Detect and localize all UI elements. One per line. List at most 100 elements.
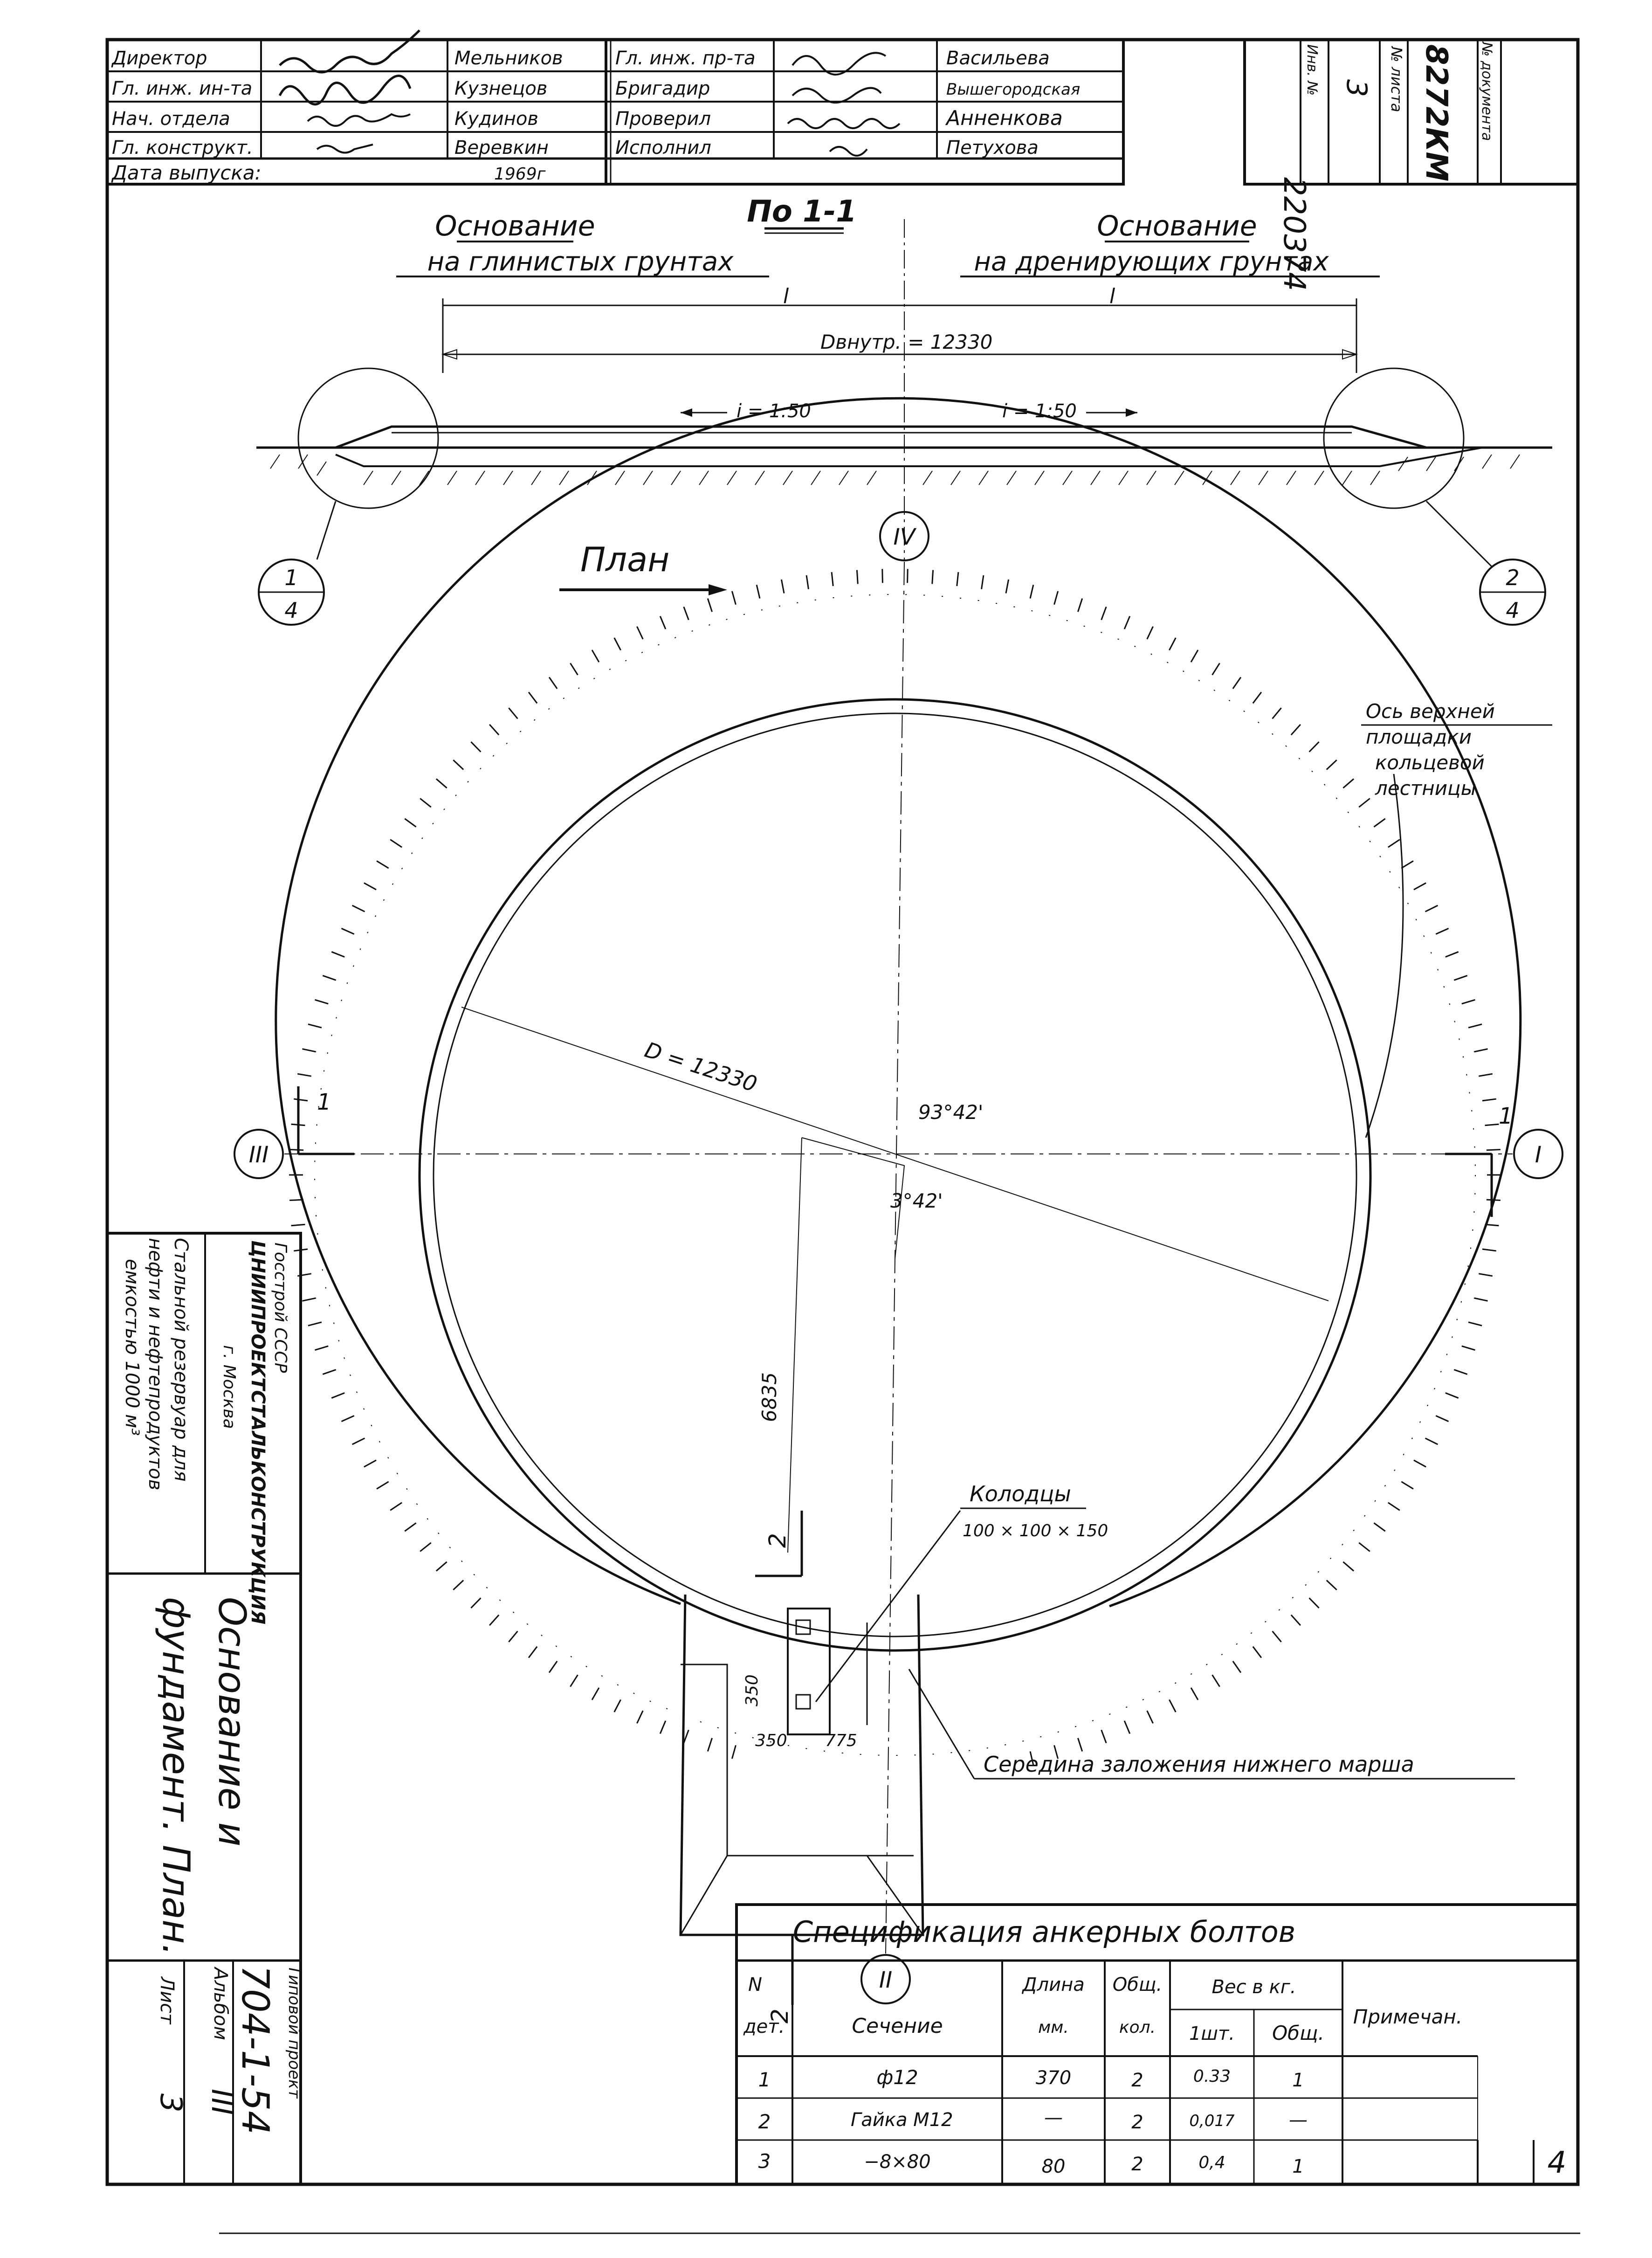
berm-tick [570, 663, 578, 676]
berm-tick [1478, 1073, 1493, 1077]
berm-tick [731, 591, 737, 605]
spec-h-qty2: кол. [1119, 2018, 1156, 2037]
berm-tick [420, 1542, 432, 1552]
berm-outer [275, 397, 1522, 1608]
berm-tick [1342, 778, 1355, 789]
spec-r0-qty: 2 [1131, 2070, 1143, 2091]
stair-pit [679, 1594, 924, 1936]
berm-tick [341, 927, 355, 935]
berm-tick [308, 1321, 322, 1326]
spec-r2-w1: 0,4 [1198, 2153, 1225, 2172]
berm-tick [1445, 1392, 1459, 1399]
section-left-caption-2: на глинистых грунтах [427, 247, 734, 277]
berm-tick [1252, 691, 1262, 704]
berm-tick [1123, 1720, 1131, 1734]
berm-tick [302, 1297, 317, 1302]
tb-name2-3: Петухова [946, 137, 1039, 159]
spec-r1-sec: Гайка М12 [851, 2109, 953, 2131]
berm-tick [1387, 1502, 1400, 1511]
section-inner-diameter: Dвнутр. = 12330 [820, 331, 992, 353]
axis-II-marker: II [860, 1954, 911, 2004]
berm-tick [1482, 1248, 1496, 1252]
dim-350a: 350 [743, 1674, 762, 1706]
axis-I-marker: I [1513, 1129, 1563, 1179]
berm-tick [1413, 1459, 1426, 1468]
tank-wall-inner [433, 712, 1357, 1637]
berm-tick [548, 677, 558, 689]
stamp-inv-value: 220374 [1277, 177, 1311, 291]
signature-1 [278, 75, 412, 106]
tb-name2-0: Васильева [946, 48, 1050, 69]
spec-r0-w1: 0.33 [1193, 2067, 1231, 2086]
berm-tick [1272, 1630, 1282, 1643]
berm-tick [404, 818, 417, 828]
tb-name-3: Веревкин [454, 137, 549, 159]
berm-tick [1029, 585, 1034, 599]
side-album-label: Альбом [210, 1966, 231, 2040]
signature-6 [787, 118, 901, 129]
berm-tick [453, 1580, 464, 1591]
svg-text:I: I [1535, 1142, 1542, 1168]
lower-flight-note: Середина заложения нижнего марша [984, 1752, 1414, 1777]
spec-r1-w1: 0,017 [1189, 2112, 1235, 2130]
spec-r2-det: 3 [758, 2150, 771, 2173]
tb-role-1: Гл. инж. ин-та [112, 78, 252, 99]
berm-tick [1190, 1687, 1199, 1700]
dim-350b: 350 [755, 1731, 787, 1750]
spec-h-len2: мм. [1038, 2018, 1069, 2037]
berm-tick [1146, 1710, 1154, 1724]
berm-tick [1425, 905, 1439, 912]
cut-mark-2: 2 2 [750, 1511, 803, 2023]
berm-tick [1373, 818, 1386, 828]
berm-tick [1401, 860, 1414, 869]
dim-775: 775 [825, 1731, 857, 1750]
berm-tick [376, 860, 389, 869]
berm-tick [780, 579, 785, 594]
berm-tick [805, 575, 809, 589]
berm-tick [1272, 707, 1282, 719]
berm-tick [1308, 1597, 1320, 1609]
side-org2: ЦНИИПРОЕКТСТАЛЬКОНСТРУКЦИЯ [247, 1240, 268, 1624]
side-sheet-no: 3 [153, 2093, 188, 2113]
tb-role2-3: Исполнил [615, 137, 711, 159]
spec-r1-wt: — [1289, 2109, 1308, 2131]
spec-h-weight: Вес в кг. [1212, 1976, 1296, 1998]
berm-tick [1308, 741, 1320, 753]
svg-text:2: 2 [1506, 565, 1519, 590]
berm-tick [1169, 637, 1177, 651]
section-right-caption-2: на дренирующих грунтах [974, 247, 1329, 277]
tb-name-2: Кудинов [454, 108, 538, 130]
spec-r2-qty: 2 [1131, 2154, 1143, 2175]
side-project-no: 704-1-54 [234, 1965, 277, 2134]
signature-5 [792, 87, 882, 104]
side-sheet-label: Лист [156, 1976, 178, 2025]
section-l-left: l [783, 284, 789, 308]
spec-h-wt: Общ. [1272, 2022, 1324, 2044]
berm-tick [613, 637, 621, 651]
berm-tick [856, 570, 859, 584]
berm-tick [453, 759, 464, 770]
berm-tick [1485, 1123, 1499, 1126]
berm-tick [956, 572, 959, 587]
ladder-note-0: Ось верхней [1366, 700, 1495, 723]
berm-tick [1169, 1699, 1177, 1712]
berm-tick [756, 585, 761, 599]
spec-h-notes: Примечан. [1353, 2005, 1462, 2028]
berm-tick [1211, 663, 1220, 676]
berm-tick [1101, 1729, 1107, 1743]
berm-tick [1358, 798, 1370, 808]
stamp-inv-label: Инв. № [1304, 44, 1320, 96]
berm-tick [659, 615, 667, 629]
side-project-label: Типовой проект [285, 1965, 303, 2099]
callout-right: 2 4 [1479, 559, 1546, 626]
berm-tick [1453, 975, 1468, 981]
svg-text:2: 2 [764, 1533, 791, 1548]
spec-h-det2: дет. [743, 2016, 785, 2037]
berm-tick [1445, 951, 1459, 958]
svg-text:1: 1 [1499, 1103, 1513, 1129]
side-album-no: III [205, 2089, 239, 2115]
berm-tick [1326, 759, 1337, 770]
stamp-doc-label: № документа [1479, 41, 1495, 141]
berm-tick [294, 1248, 308, 1252]
spec-h-section: Сечение [852, 2014, 943, 2038]
